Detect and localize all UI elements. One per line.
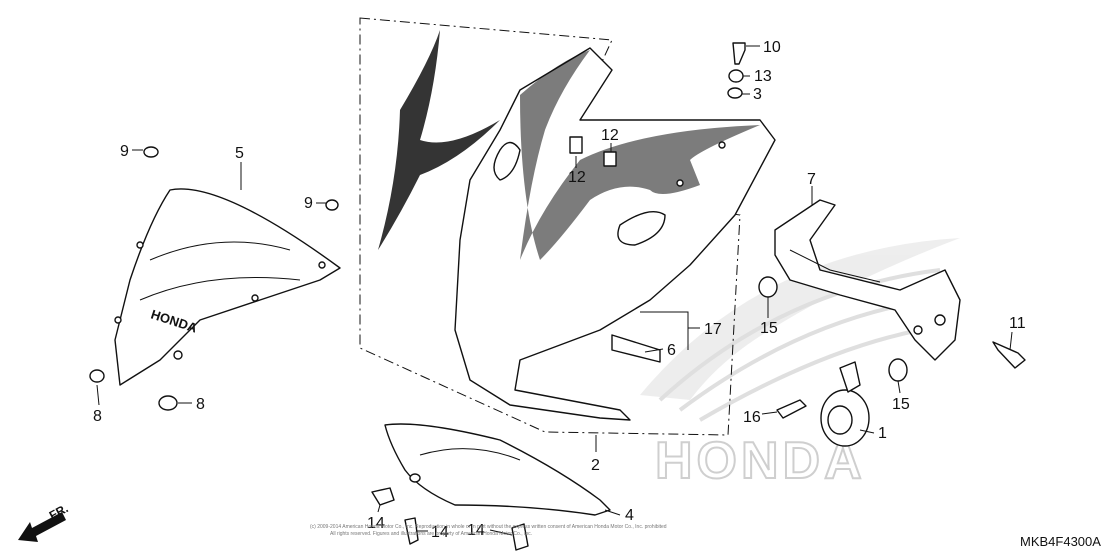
callout-9b: 9 (304, 195, 313, 212)
bolt-11 (992, 341, 1026, 369)
bolt-16 (776, 399, 807, 419)
callout-14c: 14 (467, 522, 485, 539)
diagram-code: MKB4F4300A (1020, 534, 1101, 549)
grommet-15a (758, 276, 778, 298)
callout-4: 4 (625, 507, 634, 524)
screw-9a (143, 146, 159, 158)
callout-17: 17 (704, 321, 722, 338)
callout-13: 13 (754, 68, 772, 85)
screw-10 (732, 42, 746, 65)
screw-9b (325, 199, 339, 211)
assembly-boundary (359, 17, 741, 436)
seal-6 (611, 334, 661, 363)
callout-1: 1 (878, 425, 887, 442)
callout-3: 3 (753, 86, 762, 103)
upper-cowl (378, 30, 776, 421)
callout-12b: 12 (568, 169, 586, 186)
leader-lines (96, 45, 1013, 536)
washer-3 (727, 87, 743, 99)
callout-16: 16 (743, 409, 761, 426)
callout-10: 10 (763, 39, 781, 56)
screw-14b (404, 517, 419, 545)
grommet-8a (89, 369, 105, 383)
callout-14a: 14 (367, 515, 385, 532)
callout-15a: 15 (760, 320, 778, 337)
honda-watermark-text: HONDA (655, 432, 866, 490)
clip-12b (603, 151, 617, 167)
copyright-line-2: All rights reserved. Figures and illustr… (330, 531, 532, 537)
copyright-line-1: (c) 2009-2014 American Honda Motor Co., … (310, 524, 667, 530)
callout-12a: 12 (601, 127, 619, 144)
callout-2: 2 (591, 457, 600, 474)
callout-7: 7 (807, 171, 816, 188)
nut-13 (728, 69, 744, 83)
callout-11: 11 (1009, 315, 1026, 332)
callout-8b: 8 (196, 396, 205, 413)
screw-14a (371, 487, 395, 506)
grommet-8b (158, 395, 178, 411)
clip-12a (569, 136, 583, 154)
hardware (89, 42, 1026, 551)
callout-6: 6 (667, 342, 676, 359)
callout-5: 5 (235, 145, 244, 162)
grommet-15b (888, 358, 908, 382)
under-cowl (384, 423, 611, 516)
front-direction-arrow: FR. (18, 501, 70, 542)
callout-14b: 14 (431, 524, 449, 541)
callout-15b: 15 (892, 396, 910, 413)
callout-9a: 9 (120, 143, 129, 160)
callout-8a: 8 (93, 408, 102, 425)
horn (820, 361, 870, 447)
fairing-stay (774, 199, 961, 361)
screw-14c (511, 523, 529, 551)
windscreen (114, 188, 341, 386)
